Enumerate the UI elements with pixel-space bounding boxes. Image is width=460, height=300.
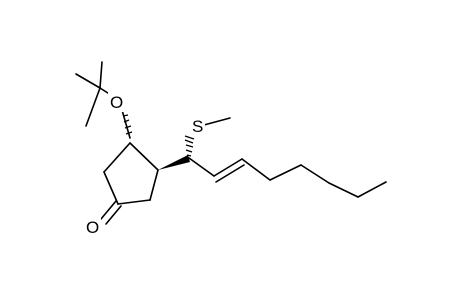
- bond-c6prime-c7prime: [328, 182, 359, 198]
- bond-c3-c4: [129, 142, 159, 171]
- bond-s-methyl: [203, 117, 231, 126]
- hashed-bond-c3-o: [122, 114, 133, 135]
- bond-c2prime-c3prime-b: [215, 164, 245, 183]
- bond-c4-c5: [149, 169, 159, 201]
- bond-c1-o-b: [105, 205, 122, 225]
- bond-tbu-me-bottom: [85, 87, 101, 127]
- ketone-double-bond: [100, 200, 122, 225]
- bond-c1-c2: [103, 171, 119, 205]
- bond-c4prime-c5prime: [269, 164, 302, 181]
- sulfur-label: S: [192, 117, 203, 136]
- wedge-bond-c4-c1prime: [158, 155, 190, 170]
- bond-c1prime-c2prime: [188, 157, 215, 177]
- ketone-oxygen-label: O: [86, 218, 99, 237]
- cyclopentanone-ring: [103, 142, 159, 205]
- tert-butyl-group: [75, 61, 112, 127]
- bond-c5prime-c6prime: [300, 164, 330, 184]
- ether-oxygen-label: O: [110, 93, 123, 112]
- bond-tbu-me-left: [75, 73, 101, 89]
- bond-c3prime-c4prime: [241, 158, 271, 181]
- bond-c1-o-a: [100, 200, 117, 220]
- alkenyl-side-chain: [188, 157, 387, 198]
- bond-c5-c1: [117, 199, 151, 205]
- hashed-bond-c1prime-s: [184, 135, 195, 157]
- bond-c2prime-c3prime-a: [213, 158, 243, 177]
- bond-c2-c3: [103, 142, 131, 173]
- bond-c7prime-c8prime: [357, 181, 387, 198]
- bond-tbu-me-top: [99, 61, 103, 89]
